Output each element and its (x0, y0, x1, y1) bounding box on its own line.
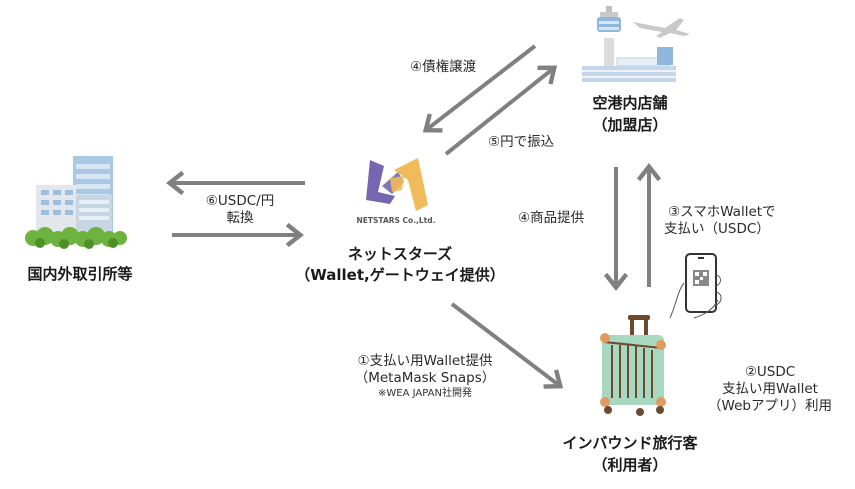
flow-2-line1: ②USDC (744, 364, 796, 380)
flow-1-label: ①支払い用Wallet提供 （MetaMask Snaps） ※WEA JAPA… (330, 353, 520, 400)
flow-6-line2: 転換 (226, 210, 254, 226)
flow-2-label: ②USDC 支払い用Wallet （Webアプリ）利用 (700, 364, 840, 415)
flow-1-line1: ①支払い用Wallet提供 (357, 353, 493, 369)
flow-6-line1: ⑥USDC/円 (205, 193, 275, 209)
arrow-claim-transfer (426, 44, 537, 130)
flow-4-goods-label: ④商品提供 (518, 210, 585, 226)
flow-1-line2: （MetaMask Snaps） (354, 370, 496, 386)
traveler-label: インバウンド旅行客 (562, 434, 698, 452)
merchant-label: （加盟店） (592, 116, 668, 134)
flow-5-label: ⑤円で振込 (488, 134, 555, 150)
flow-3-label: ③スマホWalletで 支払い（USDC） (664, 204, 776, 238)
flow-1-note: ※WEA JAPAN社開発 (378, 388, 472, 399)
flow-3-line1: ③スマホWalletで (668, 204, 776, 220)
exchange-label: 国内外取引所等 (27, 265, 133, 283)
flow-4-claim-label: ④債権譲渡 (410, 59, 477, 75)
flow-2-line2: 支払い用Wallet (722, 381, 818, 397)
netstars-logo-text: NETSTARS Co.,Ltd. (356, 216, 436, 225)
flow-6-label: ⑥USDC/円 転換 (180, 193, 300, 227)
netstars-role: （Wallet,ゲートウェイ提供） (295, 266, 505, 284)
flow-2-line3: （Webアプリ）利用 (708, 398, 832, 414)
user-label: （利用者） (592, 456, 668, 474)
netstars-name: ネットスターズ (347, 245, 453, 263)
flow-3-line2: 支払い（USDC） (664, 221, 770, 237)
airport-store-label: 空港内店舗 (592, 94, 668, 112)
qr-code-icon (693, 270, 709, 286)
arrow-wallet-provision (450, 302, 560, 386)
arrow-yen-transfer (444, 68, 554, 156)
